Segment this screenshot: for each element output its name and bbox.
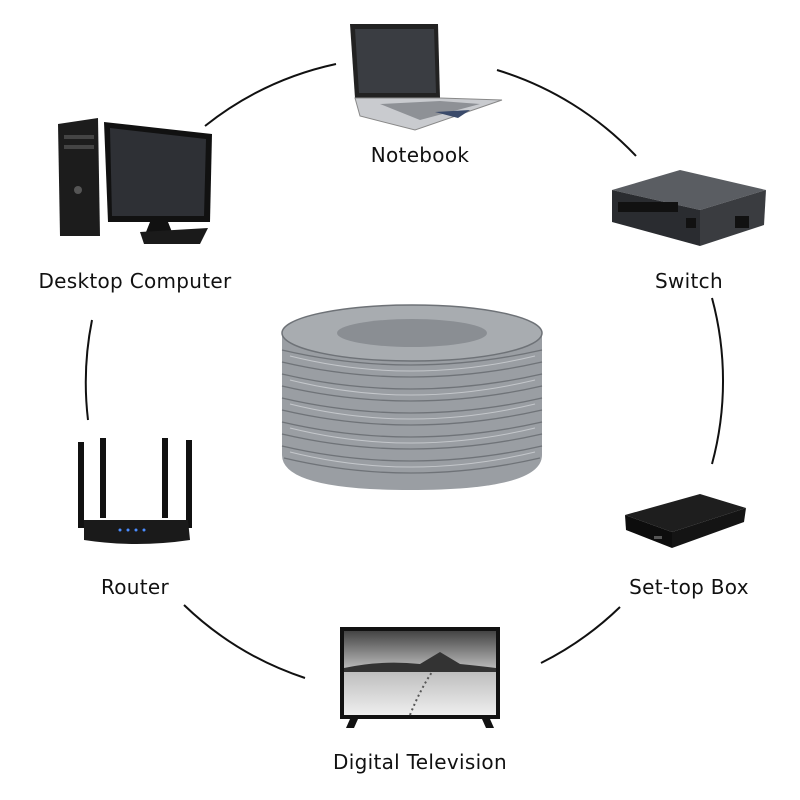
ring-arc — [183, 604, 306, 679]
ring-arc — [496, 69, 637, 157]
device-label-switch: Switch — [655, 269, 723, 293]
device-label-set-top-box: Set-top Box — [629, 575, 749, 599]
cable-spool-icon — [281, 304, 543, 490]
device-label-router: Router — [100, 575, 170, 599]
laptop-icon — [350, 24, 503, 131]
set-top-box-icon — [625, 494, 746, 548]
ring-arc — [711, 297, 725, 465]
ring-arc — [84, 319, 93, 421]
device-label-desktop-computer: Desktop Computer — [38, 269, 232, 293]
device-label-notebook: Notebook — [370, 143, 470, 167]
wifi-router-icon — [78, 438, 192, 544]
ring-arc — [540, 606, 621, 664]
ring-arc — [204, 63, 337, 127]
connection-ring — [84, 63, 725, 679]
network-switch-icon — [612, 170, 766, 246]
television-icon — [340, 627, 500, 728]
desktop-computer-icon — [58, 118, 212, 244]
device-label-digital-television: Digital Television — [333, 750, 507, 774]
